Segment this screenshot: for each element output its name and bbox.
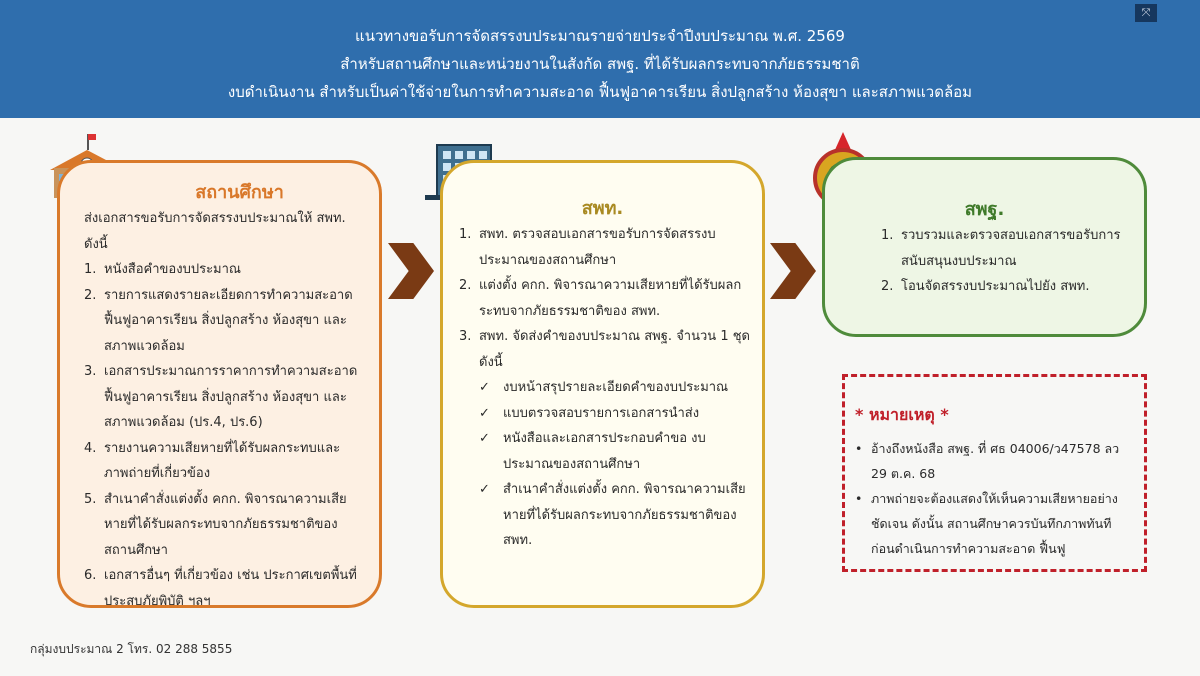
item-number: 4. [84,440,97,456]
obec-title: สพฐ. [964,199,1005,220]
list-item: 3. เอกสารประมาณการราคาการทำความสะอาด ฟื้น… [84,359,369,436]
check-text: หนังสือและเอกสารประกอบคำขอ งบประมาณของสถ… [503,431,706,472]
check-item: ✓ งบหน้าสรุปรายละเอียดคำของบประมาณ [459,375,754,401]
item-number: 1. [84,262,97,277]
item-number: 2. [881,279,894,294]
list-item: 3. สพท. จัดส่งคำของบประมาณ สพฐ. จำนวน 1 ช… [459,324,754,375]
list-item: 1. สพท. ตรวจสอบเอกสารขอรับการจัดสรรงบประม… [459,222,754,273]
list-item: 2. โอนจัดสรรงบประมาณไปยัง สพท. [881,274,1136,300]
school-panel: สถานศึกษา ส่งเอกสารขอรับการจัดสรรงบประมา… [57,160,382,609]
flow-arrow-1-icon [388,243,434,299]
item-text: รวบรวมและตรวจสอบเอกสารขอรับการสนับสนุนงบ… [901,228,1121,269]
item-text: เอกสารประมาณการราคาการทำความสะอาด ฟื้นฟู… [104,364,358,430]
list-item: 4. รายงานความเสียหายที่ได้รับผลกระทบและภา… [84,436,369,487]
list-item: 2. รายการแสดงรายละเอียดการทำความสะอาด ฟื้… [84,283,369,360]
item-text: สพท. ตรวจสอบเอกสารขอรับการจัดสรรงบประมาณ… [479,227,716,268]
remark-text: อ้างถึงหนังสือ สพฐ. ที่ ศธ 04006/ว47578 … [871,441,1120,481]
check-item: ✓ หนังสือและเอกสารประกอบคำขอ งบประมาณของส… [459,426,754,477]
bullet-icon: • [855,491,863,506]
item-text: หนังสือคำของบประมาณ [104,262,241,277]
list-item: 6. เอกสารอื่นๆ ที่เกี่ยวข้อง เช่น ประกาศเ… [84,563,369,614]
check-item: ✓ สำเนาคำสั่งแต่งตั้ง คกก. พิจารณาความเสี… [459,477,754,554]
item-text: รายการแสดงรายละเอียดการทำความสะอาด ฟื้นฟ… [104,287,353,354]
check-item: ✓ แบบตรวจสอบรายการเอกสารนำส่ง [459,401,754,427]
item-number: 6. [84,568,97,583]
item-number: 2. [84,287,97,303]
footer-contact: กลุ่มงบประมาณ 2 โทร. 02 288 5855 [30,642,233,656]
item-number: 5. [84,491,97,507]
bullet-icon: • [855,441,863,456]
item-number: 3. [459,329,472,344]
check-icon: ✓ [479,482,490,497]
list-item: 1. หนังสือคำของบประมาณ [84,257,369,283]
item-text: สพท. จัดส่งคำของบประมาณ สพฐ. จำนวน 1 ชุด… [479,329,750,370]
header-line-1: แนวทางขอรับการจัดสรรงบประมาณรายจ่ายประจำ… [355,27,845,45]
remark-text: ภาพถ่ายจะต้องแสดงให้เห็นความเสียหายอย่าง… [871,491,1118,556]
check-text: สำเนาคำสั่งแต่งตั้ง คกก. พิจารณาความเสีย… [503,482,746,548]
item-text: โอนจัดสรรงบประมาณไปยัง สพท. [901,279,1090,294]
header-line-3: งบดำเนินงาน สำหรับเป็นค่าใช้จ่ายในการทำค… [227,83,973,101]
list-item: 1. รวบรวมและตรวจสอบเอกสารขอรับการสนับสนุน… [881,223,1136,274]
remark-box: * หมายเหตุ * • อ้างถึงหนังสือ สพฐ. ที่ ศธ… [842,374,1147,572]
item-number: 3. [84,364,97,379]
item-text: รายงานความเสียหายที่ได้รับผลกระทบและภาพถ… [104,440,341,482]
item-text: เอกสารอื่นๆ ที่เกี่ยวข้อง เช่น ประกาศเขต… [104,568,357,609]
item-number: 1. [881,228,894,243]
header-line-2: สำหรับสถานศึกษาและหน่วยงานในสังกัด สพฐ. … [340,55,860,73]
item-number: 2. [459,278,472,293]
header-banner: แนวทางขอรับการจัดสรรงบประมาณรายจ่ายประจำ… [0,0,1200,118]
check-icon: ✓ [479,405,490,421]
check-icon: ✓ [479,431,490,446]
school-intro: ส่งเอกสารขอรับการจัดสรรงบประมาณให้ สพท. … [84,211,346,252]
esa-panel: สพท. 1. สพท. ตรวจสอบเอกสารขอรับการจัดสรรง… [440,160,765,608]
check-icon: ✓ [479,380,490,395]
esa-title: สพท. [581,198,624,219]
check-text: งบหน้าสรุปรายละเอียดคำของบประมาณ [503,380,729,395]
remark-title: * หมายเหตุ * [855,405,949,424]
list-item: 5. สำเนาคำสั่งแต่งตั้ง คกก. พิจารณาความเส… [84,487,369,564]
check-text: แบบตรวจสอบรายการเอกสารนำส่ง [503,405,700,421]
flow-arrow-2-icon [770,243,816,299]
remark-item: • ภาพถ่ายจะต้องแสดงให้เห็นความเสียหายอย่า… [855,486,1134,561]
item-text: สำเนาคำสั่งแต่งตั้ง คกก. พิจารณาความเสีย… [104,491,347,558]
school-title: สถานศึกษา [195,182,284,203]
item-text: แต่งตั้ง คกก. พิจารณาความเสียหายที่ได้รั… [479,278,742,319]
remark-item: • อ้างถึงหนังสือ สพฐ. ที่ ศธ 04006/ว47578… [855,436,1134,486]
exit-fullscreen-icon[interactable]: ⤧ [1135,4,1157,22]
list-item: 2. แต่งตั้ง คกก. พิจารณาความเสียหายที่ได้… [459,273,754,324]
obec-panel: สพฐ. 1. รวบรวมและตรวจสอบเอกสารขอรับการสนั… [822,157,1147,337]
item-number: 1. [459,227,472,242]
